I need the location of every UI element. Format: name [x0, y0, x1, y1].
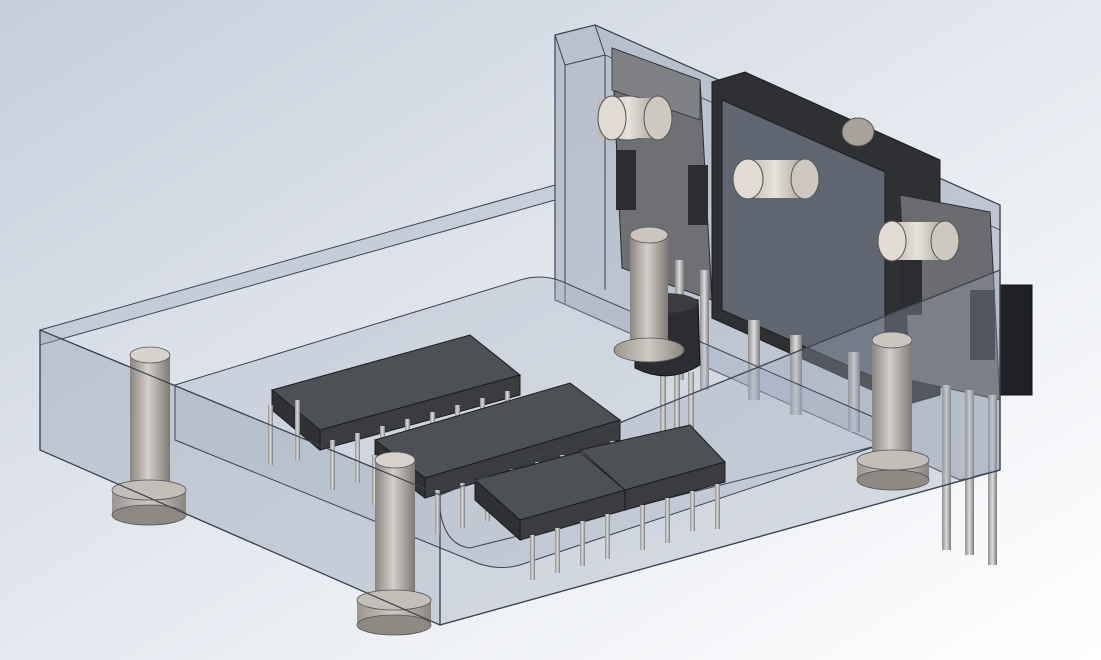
standoff-front-left[interactable]: [111, 346, 187, 526]
dip-chip-3[interactable]: [473, 451, 627, 580]
dip-chip-4[interactable]: [578, 424, 726, 550]
standoff-rear-left[interactable]: [613, 226, 685, 363]
standoff-rear-right[interactable]: [856, 331, 930, 491]
power-transistor-right[interactable]: [877, 194, 1033, 401]
standoff-front-center[interactable]: [356, 451, 432, 636]
dip-chip-1[interactable]: [268, 334, 522, 490]
housing-outline: [39, 205, 1001, 626]
power-module-center[interactable]: [711, 71, 941, 406]
